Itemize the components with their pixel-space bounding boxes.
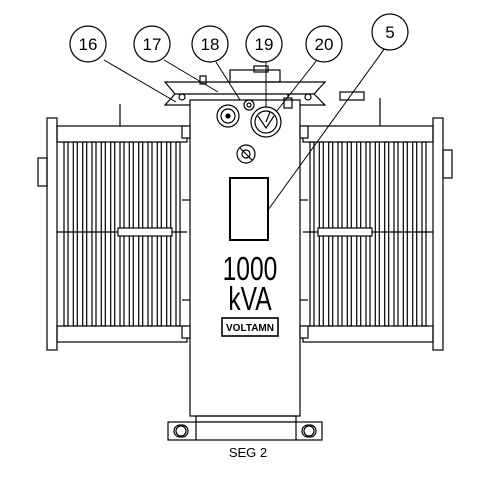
svg-text:17: 17 <box>143 35 162 54</box>
left-radiator-fin <box>100 141 106 327</box>
accessory-18-plug <box>243 99 255 111</box>
right-radiator-fin <box>393 141 399 327</box>
svg-text:18: 18 <box>201 35 220 54</box>
brand-logo: VOLTAMN <box>221 317 279 337</box>
svg-text:20: 20 <box>315 35 334 54</box>
figure-caption: SEG 2 <box>229 445 267 460</box>
callout-5: 5 <box>371 13 409 51</box>
nameplate-window <box>229 177 269 241</box>
accessory-17-thermometer <box>216 104 240 128</box>
right-radiator-fin <box>421 141 427 327</box>
callout-leaders <box>103 47 386 211</box>
right-radiator-fin <box>412 141 418 327</box>
right-radiator-fin <box>384 141 390 327</box>
base-skid <box>167 415 323 441</box>
right-radiator-fin <box>402 141 408 327</box>
left-radiator-fin <box>72 141 78 327</box>
top-cover <box>119 65 381 126</box>
accessory-16-valve <box>236 144 256 164</box>
svg-text:5: 5 <box>385 23 394 42</box>
left-radiator-fin <box>82 141 88 327</box>
left-radiator-fin <box>63 141 69 327</box>
rating-number: 1000 <box>223 252 278 288</box>
svg-text:16: 16 <box>79 35 98 54</box>
rating-unit: kVA <box>228 282 272 318</box>
left-radiator-fin <box>110 141 116 327</box>
callout-18: 18 <box>191 25 229 63</box>
right-radiator-fin <box>374 141 380 327</box>
left-radiator-fin <box>91 141 97 327</box>
callout-17: 17 <box>133 25 171 63</box>
accessory-19-oil-level-indicator <box>250 106 282 138</box>
right-radiator-fin <box>309 141 315 327</box>
callout-16: 16 <box>69 25 107 63</box>
left-radiator-fin <box>175 141 181 327</box>
right-radiator-bank <box>302 91 453 351</box>
left-radiator-bank <box>37 117 188 351</box>
svg-text:19: 19 <box>255 35 274 54</box>
callout-20: 20 <box>305 25 343 63</box>
callout-19: 19 <box>245 25 283 63</box>
svg-text:VOLTAMN: VOLTAMN <box>226 323 274 334</box>
